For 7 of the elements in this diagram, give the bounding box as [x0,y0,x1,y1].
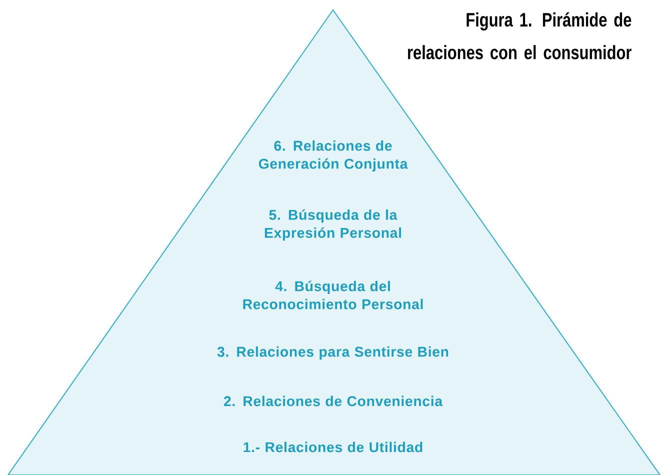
level-label: 6. Relaciones de Generación Conjunta [258,140,408,172]
level-label: 2. Relaciones de Conveniencia [224,396,443,406]
level-label: 3. Relaciones para Sentirse Bien [217,346,448,360]
level-label: 5. Búsqueda de la Expresión Personal [264,209,402,241]
level-label: 1.- Relaciones de Utilidad [244,442,422,452]
level-label: 4. Búsqueda del Reconocimiento Personal [243,280,423,310]
figure-title: Figura 1. Pirámide de relaciones con el consumidor [408,12,632,60]
